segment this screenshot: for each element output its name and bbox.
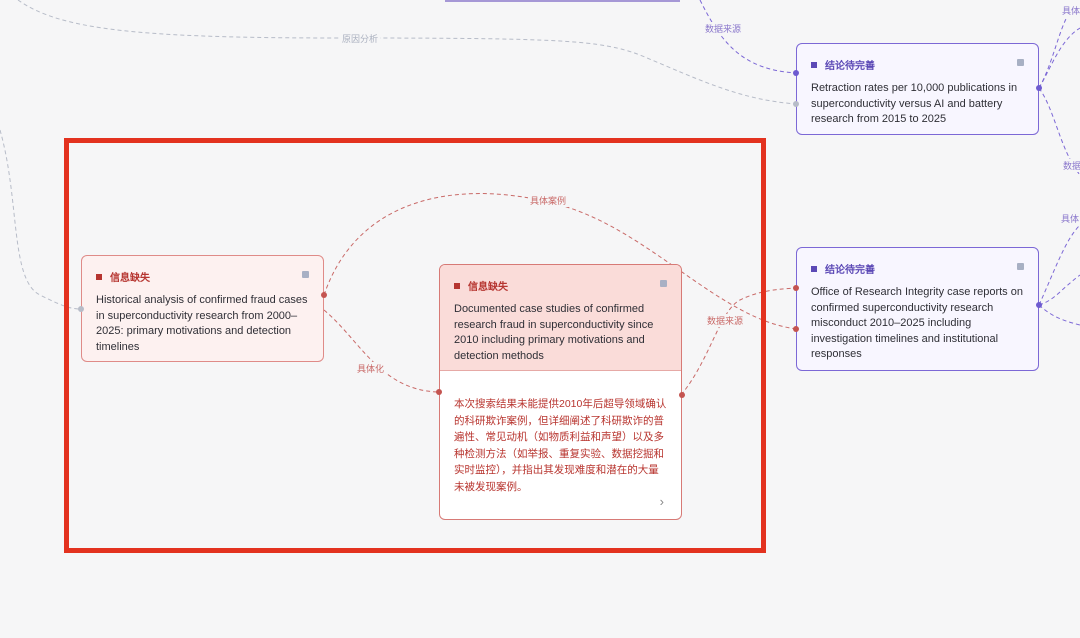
port-dot[interactable] xyxy=(1036,85,1042,91)
port-dot[interactable] xyxy=(321,292,327,298)
expand-icon[interactable] xyxy=(302,271,309,278)
edge-cause-analysis xyxy=(17,0,798,105)
highlight-box xyxy=(64,138,766,553)
port-dot[interactable] xyxy=(793,70,799,76)
edge-label-cut-right-3: 具体 xyxy=(1059,212,1080,225)
status-square-icon xyxy=(96,273,102,280)
expand-icon[interactable] xyxy=(1017,59,1024,66)
edge-label-case-example: 具体案例 xyxy=(528,194,569,207)
port-dot[interactable] xyxy=(679,392,685,398)
node-summary: 本次搜索结果未能提供2010年后超导领域确认的科研欺诈案例，但详细阐述了科研欺诈… xyxy=(454,398,667,493)
status-square-icon xyxy=(454,282,460,289)
node-status-tag: 结论待完善 xyxy=(811,261,1024,276)
node-documented-case-studies[interactable]: 信息缺失 Documented case studies of confirme… xyxy=(439,264,682,520)
edge-right-6 xyxy=(1038,304,1080,326)
node-status-tag: 信息缺失 xyxy=(96,269,309,284)
node-retraction-rates[interactable]: 结论待完善 Retraction rates per 10,000 public… xyxy=(796,43,1039,135)
edge-label-cause-analysis: 原因分析 xyxy=(340,32,381,45)
node-historical-analysis[interactable]: 信息缺失 Historical analysis of confirmed fr… xyxy=(81,255,324,362)
node-status-tag: 结论待完善 xyxy=(811,57,1024,72)
card-header: 信息缺失 Documented case studies of confirme… xyxy=(440,265,681,371)
node-text: Retraction rates per 10,000 publications… xyxy=(811,82,1018,125)
port-dot[interactable] xyxy=(793,326,799,332)
edge-label-concretize: 具体化 xyxy=(355,362,387,375)
port-dot[interactable] xyxy=(1036,302,1042,308)
edge-label-cut-right-1: 具体 xyxy=(1060,4,1080,17)
expand-icon[interactable] xyxy=(660,280,667,287)
status-square-icon xyxy=(811,61,817,68)
edge-right-3 xyxy=(1038,27,1080,89)
edge-right-1 xyxy=(1038,4,1076,89)
node-ori-case-reports[interactable]: 结论待完善 Office of Research Integrity case … xyxy=(796,247,1039,371)
port-dot[interactable] xyxy=(78,306,84,312)
edge-label-data-source-top: 数据来源 xyxy=(703,22,744,35)
node-text: Office of Research Integrity case report… xyxy=(811,286,1023,360)
node-text: Historical analysis of confirmed fraud c… xyxy=(96,294,308,353)
port-dot[interactable] xyxy=(793,285,799,291)
port-dot[interactable] xyxy=(436,389,442,395)
node-status-tag: 信息缺失 xyxy=(454,278,667,293)
expand-icon[interactable] xyxy=(1017,263,1024,270)
edge-data-source-top xyxy=(699,0,798,74)
port-dot[interactable] xyxy=(793,101,799,107)
status-square-icon xyxy=(811,265,817,272)
edge-label-data-source-mid: 数据来源 xyxy=(705,314,746,327)
node-title: Documented case studies of confirmed res… xyxy=(454,303,654,362)
chevron-right-icon[interactable]: › xyxy=(659,494,664,509)
edge-right-4 xyxy=(1038,224,1080,306)
edge-label-cut-right-2: 数据 xyxy=(1061,159,1080,172)
edge-right-5 xyxy=(1038,274,1080,306)
